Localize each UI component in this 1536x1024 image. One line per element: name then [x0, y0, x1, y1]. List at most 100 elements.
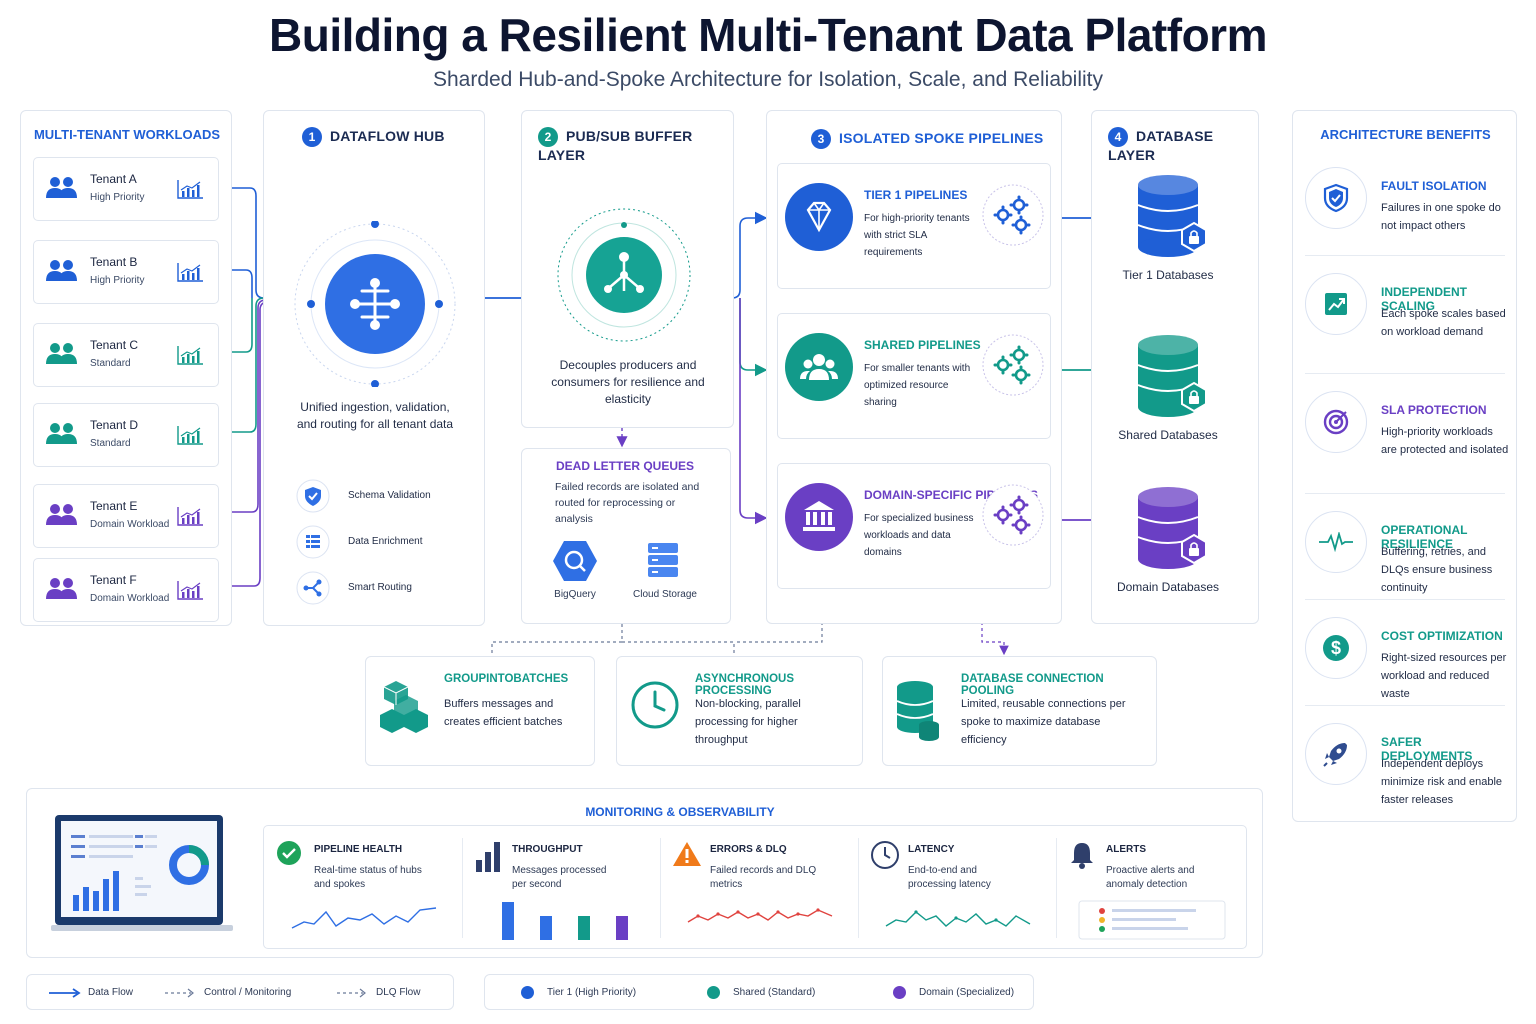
benefit-title: SLA PROTECTION	[1381, 403, 1487, 417]
spoke-title: TIER 1 PIPELINES	[864, 188, 968, 202]
pubsub-description: Decouples producers and consumers for re…	[551, 358, 705, 406]
gears-icon	[982, 484, 1044, 551]
monitoring-sparkline	[1078, 900, 1226, 945]
monitoring-panel: MONITORING & OBSERVABILITY PIPELINE HEAL…	[26, 788, 1263, 958]
tenant-tier: Domain Workload	[90, 519, 170, 530]
benefit-title: INDEPENDENT SCALING	[1381, 285, 1468, 313]
tenant-tier: Domain Workload	[90, 593, 170, 604]
benefit-text: Buffering, retries, and DLQs ensure busi…	[1381, 546, 1493, 594]
legend-tier-label: Shared (Standard)	[733, 987, 816, 998]
tenant-chart-icon	[176, 424, 204, 451]
scaling-chart-icon	[1305, 273, 1367, 335]
pulse-icon	[1305, 511, 1367, 573]
database-icon	[1136, 333, 1207, 428]
monitoring-card-text: Proactive alerts and anomaly detection	[1106, 865, 1195, 890]
database-heading-label: DATABASE LAYER	[1108, 128, 1214, 163]
hub-heading-label: DATAFLOW HUB	[330, 128, 445, 144]
tenant-people-icon	[46, 176, 78, 205]
legend-lines: Data Flow Control / Monitoring DLQ Flow	[26, 974, 454, 1010]
benefits-heading: ARCHITECTURE BENEFITS	[1320, 127, 1491, 142]
legend-solid-arrow	[49, 988, 81, 998]
spoke-text: For specialized business workloads and d…	[864, 513, 974, 558]
divider	[660, 838, 661, 938]
spokes-panel: 3 ISOLATED SPOKE PIPELINES TIER 1 PIPELIN…	[766, 110, 1062, 624]
database-icon	[895, 679, 941, 748]
monitoring-card-title: ERRORS & DLQ	[710, 844, 787, 855]
tenant-name: Tenant F	[90, 573, 137, 587]
tenant-people-icon	[46, 259, 78, 288]
legend-dashed-arrow	[165, 988, 194, 998]
spoke-pipeline-card[interactable]: TIER 1 PIPELINES For high-priority tenant…	[777, 163, 1051, 289]
dlq-heading: DEAD LETTER QUEUES	[556, 459, 695, 473]
bell-icon	[1068, 840, 1096, 875]
monitoring-card-text: Failed records and DLQ metrics	[710, 865, 817, 890]
shield-check-icon	[296, 479, 330, 518]
divider	[1305, 705, 1505, 706]
benefit-text: Failures in one spoke do not impact othe…	[1381, 202, 1501, 232]
monitoring-sparkline	[884, 904, 1034, 939]
monitoring-sparkline	[488, 898, 628, 947]
feature-title: DATABASE CONNECTION POOLING	[961, 673, 1104, 697]
benefit-text: Right-sized resources per workload and r…	[1381, 652, 1507, 700]
database-icon	[1136, 485, 1207, 580]
bar-chart-icon	[474, 840, 510, 879]
dlq-panel: DEAD LETTER QUEUES Failed records are is…	[521, 448, 731, 624]
pubsub-icon	[557, 208, 691, 342]
tenant-tier: Standard	[90, 358, 131, 369]
gears-icon	[982, 334, 1044, 401]
spokes-heading: 3 ISOLATED SPOKE PIPELINES	[811, 129, 1043, 149]
feature-text: Limited, reusable connections per spoke …	[961, 698, 1126, 746]
page-subtitle: Sharded Hub-and-Spoke Architecture for I…	[432, 68, 1104, 91]
spoke-text: For high-priority tenants with strict SL…	[864, 213, 970, 258]
gears-icon	[982, 184, 1044, 251]
monitoring-sparkline	[290, 904, 440, 939]
bigquery-icon	[553, 541, 597, 581]
legend-dlq: DLQ Flow	[376, 987, 421, 998]
svg-text:$: $	[1331, 638, 1341, 658]
tenant-people-icon	[46, 422, 78, 451]
divider	[1305, 493, 1505, 494]
feature-text: Buffers messages and creates efficient b…	[444, 698, 563, 728]
tenant-name: Tenant B	[90, 255, 138, 269]
legend-tiers: Tier 1 (High Priority)Shared (Standard)D…	[484, 974, 1034, 1010]
divider	[462, 838, 463, 938]
routing-icon	[296, 571, 330, 610]
clock-icon	[629, 679, 681, 736]
feature-title: GROUPINTOBATCHES	[444, 673, 569, 685]
spokes-heading-label: ISOLATED SPOKE PIPELINES	[839, 130, 1044, 146]
legend-dlq-arrow	[337, 988, 366, 998]
hub-description: Unified ingestion, validation, and routi…	[296, 400, 454, 431]
page-title: Building a Resilient Multi-Tenant Data P…	[269, 9, 1267, 61]
step-number: 3	[811, 129, 831, 149]
monitoring-card-title: THROUGHPUT	[512, 844, 583, 855]
legend-dot	[521, 986, 534, 999]
tenant-name: Tenant C	[90, 338, 139, 352]
list-icon	[296, 525, 330, 564]
tenant-card[interactable]: Tenant F Domain Workload	[33, 558, 219, 622]
tenant-people-icon	[46, 503, 78, 532]
dollar-icon: $	[1305, 617, 1367, 679]
pubsub-heading-label: PUB/SUB BUFFER LAYER	[538, 128, 693, 163]
cubes-icon	[378, 679, 434, 742]
divider	[858, 838, 859, 938]
tenant-people-icon	[46, 577, 78, 606]
tenant-name: Tenant A	[90, 172, 137, 186]
tenant-chart-icon	[176, 344, 204, 371]
feature-title: ASYNCHRONOUS PROCESSING	[695, 673, 795, 697]
benefit-title: COST OPTIMIZATION	[1381, 629, 1503, 643]
spoke-title: SHARED PIPELINES	[864, 338, 981, 352]
tenant-people-icon	[46, 342, 78, 371]
tenant-card[interactable]: Tenant C Standard	[33, 323, 219, 387]
tenant-chart-icon	[176, 178, 204, 205]
